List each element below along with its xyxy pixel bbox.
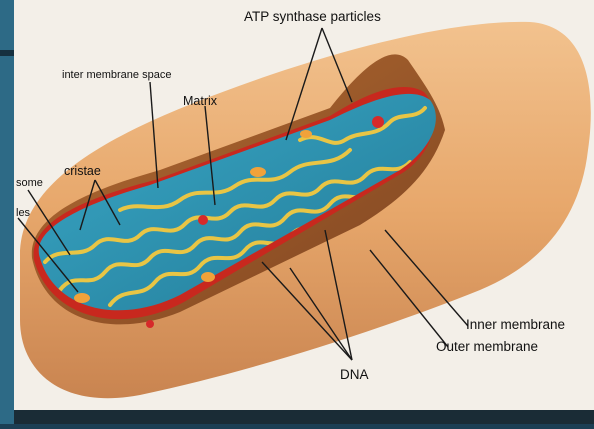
label-outer-membrane: Outer membrane <box>436 340 538 354</box>
label-inner-membrane: Inner membrane <box>466 318 565 332</box>
granule-red <box>372 116 384 128</box>
label-granules-partial: les <box>16 208 30 219</box>
label-matrix: Matrix <box>183 95 217 108</box>
granule-orange <box>74 293 90 303</box>
granule-red <box>146 320 154 328</box>
granule-orange <box>201 272 215 282</box>
label-ribosome-partial: some <box>16 178 43 189</box>
label-inter-membrane-space: inter membrane space <box>62 70 171 81</box>
label-cristae: cristae <box>64 165 101 178</box>
label-atp-synthase-particles: ATP synthase particles <box>244 10 381 24</box>
granule-orange <box>300 130 312 138</box>
granule-orange <box>250 167 266 177</box>
granule-red <box>198 215 208 225</box>
label-dna: DNA <box>340 368 369 382</box>
board-left-edge <box>0 0 14 424</box>
